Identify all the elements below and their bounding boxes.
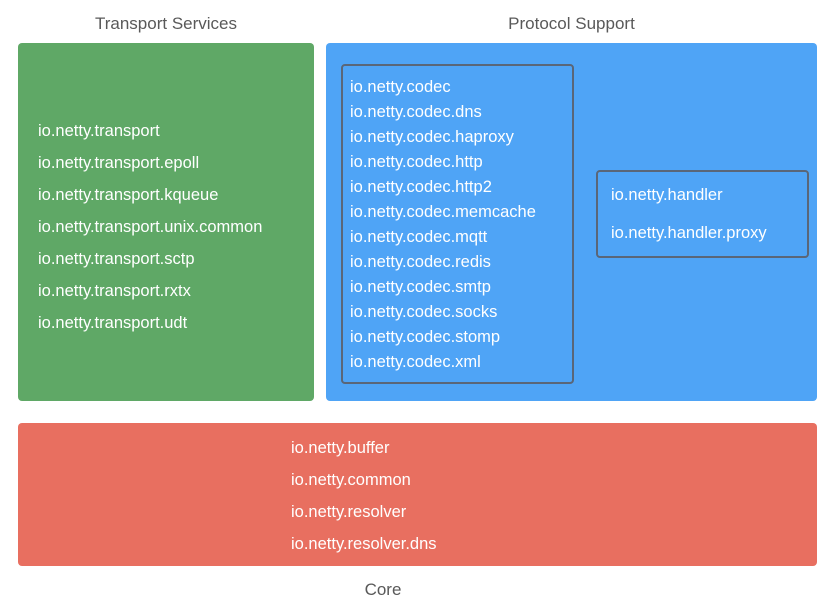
codec-package-list: io.netty.codec io.netty.codec.dns io.net…: [350, 75, 536, 375]
package-item: io.netty.resolver: [291, 503, 407, 521]
package-item: io.netty.handler: [611, 186, 723, 204]
package-item: io.netty.handler.proxy: [611, 224, 767, 242]
package-item: io.netty.codec.mqtt: [350, 228, 488, 246]
package-item: io.netty.codec.redis: [350, 253, 491, 271]
package-item: io.netty.transport.udt: [38, 314, 188, 332]
package-item: io.netty.codec.http2: [350, 178, 492, 196]
package-item: io.netty.transport.rxtx: [38, 282, 191, 300]
core-package-list: io.netty.buffer io.netty.common io.netty…: [291, 434, 437, 562]
package-item: io.netty.resolver.dns: [291, 535, 437, 553]
package-item: io.netty.codec.http: [350, 153, 483, 171]
package-item: io.netty.codec.dns: [350, 103, 482, 121]
package-item: io.netty.common: [291, 471, 411, 489]
package-item: io.netty.codec.haproxy: [350, 128, 514, 146]
package-item: io.netty.transport.sctp: [38, 250, 195, 268]
package-item: io.netty.codec.smtp: [350, 278, 491, 296]
handler-group-box: [596, 170, 809, 258]
transport-services-title: Transport Services: [94, 14, 238, 33]
package-item: io.netty.codec.xml: [350, 353, 481, 371]
handler-package-list: io.netty.handler io.netty.handler.proxy: [611, 181, 767, 257]
package-item: io.netty.transport.kqueue: [38, 186, 219, 204]
package-item: io.netty.buffer: [291, 439, 390, 457]
package-item: io.netty.codec: [350, 78, 451, 96]
package-item: io.netty.transport: [38, 122, 160, 140]
transport-services-panel: [18, 43, 314, 401]
package-item: io.netty.transport.epoll: [38, 154, 200, 172]
package-item: io.netty.codec.stomp: [350, 328, 501, 346]
package-item: io.netty.transport.unix.common: [38, 218, 263, 236]
codec-group-box: [341, 64, 574, 384]
protocol-support-title: Protocol Support: [508, 14, 635, 33]
core-title: Core: [364, 580, 402, 599]
package-item: io.netty.codec.socks: [350, 303, 498, 321]
package-item: io.netty.codec.memcache: [350, 203, 536, 221]
protocol-support-panel: [326, 43, 817, 401]
core-panel: [18, 423, 817, 566]
transport-package-list: io.netty.transport io.netty.transport.ep…: [38, 118, 262, 342]
